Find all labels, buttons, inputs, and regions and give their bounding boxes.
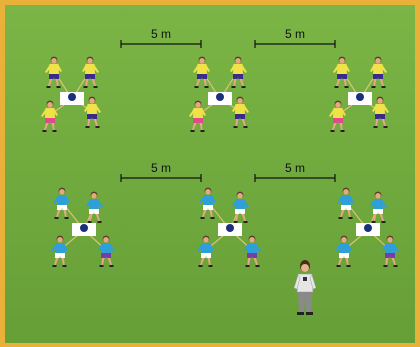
- grass-area: [5, 5, 415, 343]
- dimension-label: 5 m: [151, 27, 171, 41]
- dimension-label: 5 m: [285, 27, 305, 41]
- ball-icon: [68, 93, 76, 101]
- dimension-label: 5 m: [285, 161, 305, 175]
- ball-icon: [364, 224, 372, 232]
- ball-icon: [216, 93, 224, 101]
- ball-icon: [80, 224, 88, 232]
- ball-icon: [226, 224, 234, 232]
- dimension-label: 5 m: [151, 161, 171, 175]
- ball-icon: [356, 93, 364, 101]
